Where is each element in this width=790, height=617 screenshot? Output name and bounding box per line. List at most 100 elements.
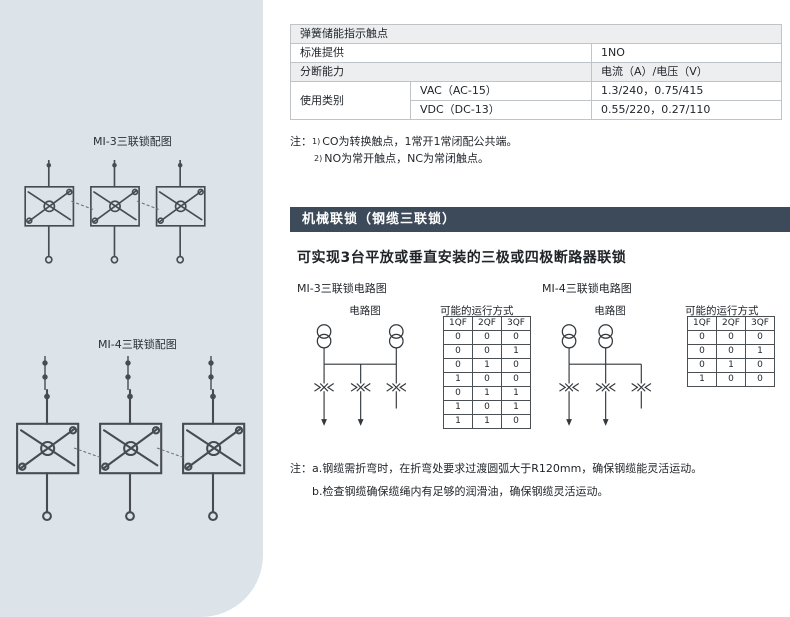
breaker-symbol bbox=[386, 371, 407, 410]
mode-cell: 0 bbox=[443, 386, 473, 401]
mi3-modes-label: 可能的运行方式 bbox=[440, 305, 514, 317]
notes-prefix: 注： bbox=[290, 135, 312, 148]
standard-label: 标准提供 bbox=[290, 43, 592, 63]
mode-cell: 0 bbox=[687, 330, 717, 345]
mode-cell: 1 bbox=[443, 414, 473, 429]
mode-cell: 0 bbox=[443, 344, 473, 359]
mode-cell: 0 bbox=[716, 372, 746, 387]
feeder-arrow bbox=[602, 407, 610, 427]
mode-cell: 1 bbox=[501, 400, 531, 415]
mi4-modes-label: 可能的运行方式 bbox=[685, 305, 759, 317]
transformer-symbol bbox=[598, 324, 614, 349]
mode-cell: 0 bbox=[443, 330, 473, 345]
feeder-arrow bbox=[565, 407, 573, 427]
mode-cell: 0 bbox=[687, 344, 717, 359]
section-subtitle: 可实现3台平放或垂直安装的三极或四极断路器联锁 bbox=[297, 250, 627, 266]
mode-cell: 0 bbox=[501, 358, 531, 373]
mode-col-header: 3QF bbox=[745, 316, 775, 331]
mode-cell: 0 bbox=[472, 344, 502, 359]
spring-charge-contact-table: 弹簧储能指示触点 标准提供 1NO 分断能力 电流（A）/电压（V） 使用类别 … bbox=[289, 24, 783, 120]
interlock-cable bbox=[136, 200, 159, 210]
mi4-circuit-label: 电路图 bbox=[594, 305, 626, 317]
mode-cell: 1 bbox=[443, 400, 473, 415]
breaker-unit bbox=[182, 388, 246, 522]
mode-cell: 1 bbox=[472, 358, 502, 373]
feeder-arrow bbox=[320, 407, 328, 427]
mi3-assembly-caption: MI-3三联锁配图 bbox=[93, 135, 172, 148]
mi4-circuit-diagram bbox=[558, 324, 652, 427]
mode-cell: 1 bbox=[687, 372, 717, 387]
table-row: VDC（DC-13） 0.55/220，0.27/110 bbox=[291, 100, 783, 120]
breaker-unit bbox=[16, 388, 80, 522]
mode-cell: 0 bbox=[716, 330, 746, 345]
vdc-label: VDC（DC-13） bbox=[410, 100, 592, 120]
mode-cell: 0 bbox=[501, 414, 531, 429]
mode-col-header: 2QF bbox=[716, 316, 746, 331]
mode-col-header: 1QF bbox=[687, 316, 717, 331]
mode-cell: 0 bbox=[501, 372, 531, 387]
table-row: 标准提供 1NO bbox=[290, 43, 783, 63]
bus-lines bbox=[568, 347, 642, 372]
breaker-unit bbox=[99, 388, 163, 522]
vdc-value: 0.55/220，0.27/110 bbox=[590, 100, 783, 120]
mi3-block-title: MI-3三联锁电路图 bbox=[297, 282, 387, 295]
cable-note-a: 注：a.钢缆需折弯时，在折弯处要求过渡圆弧大于R120mm，确保钢缆能灵活运动。 bbox=[290, 460, 702, 477]
note1-text: CO为转换触点，1常开1常闭配公共端。 bbox=[322, 135, 518, 148]
cable-note-b: b.检查钢缆确保缆绳内有足够的润滑油，确保钢缆灵活运动。 bbox=[312, 483, 702, 500]
standard-value: 1NO bbox=[590, 43, 783, 63]
mode-cell: 1 bbox=[472, 414, 502, 429]
mode-cell: 0 bbox=[501, 330, 531, 345]
breaker-symbol bbox=[558, 371, 580, 410]
left-panel: MI-3三联锁配图 MI-4三联锁配图 bbox=[0, 0, 263, 617]
usage-category-label: 使用类别 bbox=[290, 81, 411, 120]
contact-table-title: 弹簧储能指示触点 bbox=[289, 24, 783, 44]
mode-cell: 1 bbox=[443, 372, 473, 387]
mode-cell: 0 bbox=[443, 358, 473, 373]
section-header: 机械联锁（钢缆三联锁） bbox=[290, 207, 790, 232]
vac-label: VAC（AC-15） bbox=[410, 81, 592, 101]
transformer-symbol bbox=[561, 324, 577, 349]
mode-cell: 0 bbox=[687, 358, 717, 373]
mode-cell: 1 bbox=[716, 358, 746, 373]
table-row: 分断能力 电流（A）/电压（V） bbox=[290, 62, 783, 82]
transformer-symbol bbox=[316, 324, 332, 349]
mode-cell: 0 bbox=[745, 330, 775, 345]
mode-cell: 1 bbox=[745, 344, 775, 359]
bus-lines bbox=[323, 347, 397, 372]
cable-notes: 注：a.钢缆需折弯时，在折弯处要求过渡圆弧大于R120mm，确保钢缆能灵活运动。… bbox=[290, 460, 702, 500]
mode-cell: 0 bbox=[716, 344, 746, 359]
section-title: 机械联锁（钢缆三联锁） bbox=[302, 212, 457, 227]
note-line-2: 2)NO为常开触点，NC为常闭触点。 bbox=[314, 150, 518, 167]
note-line-1: 注：1)CO为转换触点，1常开1常闭配公共端。 bbox=[290, 133, 518, 150]
breaking-capacity-label: 分断能力 bbox=[290, 62, 592, 82]
mode-cell: 0 bbox=[472, 400, 502, 415]
note2-sup: 2) bbox=[314, 154, 323, 163]
mode-cell: 0 bbox=[745, 372, 775, 387]
feeder-arrow bbox=[357, 407, 365, 427]
vac-value: 1.3/240，0.75/415 bbox=[590, 81, 783, 101]
mode-cell: 0 bbox=[472, 372, 502, 387]
mode-col-header: 1QF bbox=[443, 316, 473, 331]
breaker-unit bbox=[90, 160, 140, 264]
mode-cell: 1 bbox=[472, 386, 502, 401]
mode-header-row: 1QF 2QF 3QF bbox=[687, 316, 775, 331]
mi3-circuit-diagram bbox=[313, 324, 407, 427]
mi4-block-title: MI-4三联锁电路图 bbox=[542, 282, 632, 295]
drive-rods bbox=[42, 356, 214, 390]
mode-cell: 1 bbox=[501, 386, 531, 401]
breaker-symbol bbox=[595, 371, 616, 410]
cable-notes-prefix: 注： bbox=[290, 462, 312, 475]
